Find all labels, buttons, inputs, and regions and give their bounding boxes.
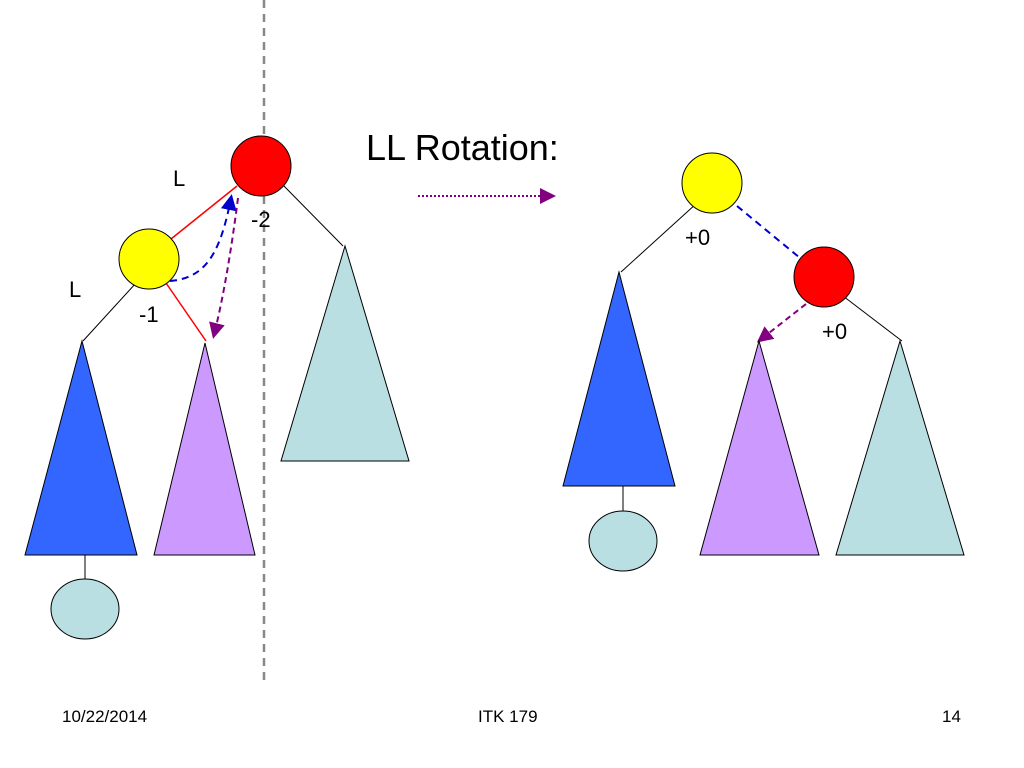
new-purple-arrow: [756, 303, 807, 343]
edge-root-to-right-subtree: [281, 183, 344, 247]
new-edge-red-to-right-subtree: [842, 295, 903, 342]
new-left-subtree-blue: [562, 270, 676, 487]
new-edge-root-to-red-node: [736, 205, 801, 259]
new-child-node-red: [793, 246, 855, 308]
footer-page-number: 14: [942, 707, 961, 726]
child-node-yellow: [118, 228, 180, 290]
left-subtree-blue: [24, 339, 138, 556]
new-leaf-node-teal: [588, 510, 658, 572]
middle-subtree-purple: [153, 342, 256, 556]
new-edge-root-to-left-subtree: [620, 202, 698, 273]
edge-label-bottom: L: [69, 277, 81, 302]
leaf-node-teal: [50, 578, 120, 640]
root-balance-label: -2: [251, 207, 271, 232]
new-right-subtree-teal: [835, 339, 965, 556]
blue-rotation-arrow: [169, 194, 237, 282]
new-middle-subtree-purple: [699, 339, 820, 556]
new-root-node-yellow: [681, 152, 743, 214]
purple-rotation-arrow: [209, 197, 239, 339]
edge-child-to-left-subtree: [82, 282, 137, 342]
edge-label-top: L: [173, 166, 185, 191]
edge-root-to-child: [165, 185, 238, 244]
child-balance-label: -1: [139, 302, 159, 327]
root-node-red: [230, 135, 292, 197]
footer-date: 10/22/2014: [62, 707, 148, 726]
right-subtree-teal: [280, 244, 410, 462]
new-root-balance-label: +0: [685, 225, 710, 250]
slide-title: LL Rotation:: [366, 127, 559, 168]
new-child-balance-label: +0: [822, 319, 847, 344]
edge-child-to-middle-subtree: [165, 282, 207, 342]
footer-course: ITK 179: [478, 707, 538, 726]
